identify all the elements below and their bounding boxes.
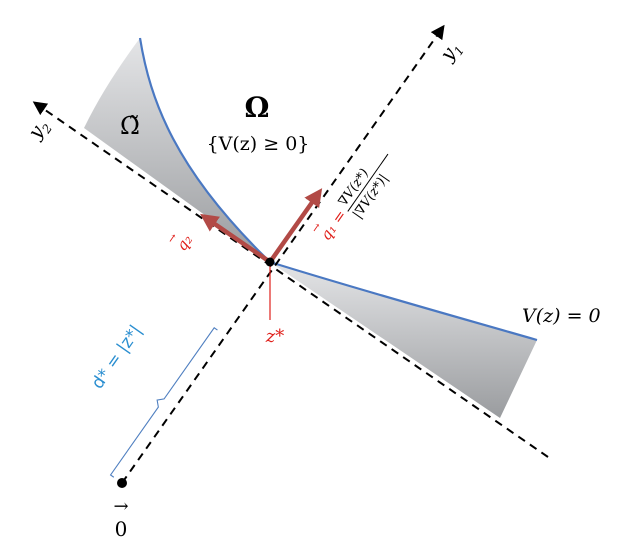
svg-text:y1: y1 bbox=[436, 37, 468, 67]
y1-axis bbox=[121, 24, 445, 484]
omega-label: Ω bbox=[245, 91, 270, 124]
origin-point bbox=[117, 478, 127, 488]
svg-text:y2: y2 bbox=[24, 115, 56, 145]
distance-label: d* = |z*| bbox=[88, 321, 146, 392]
omega-tilde-region-upper bbox=[84, 38, 270, 262]
distance-bracket bbox=[109, 326, 218, 478]
svg-text:d* = |z*|: d* = |z*| bbox=[88, 321, 146, 392]
q1-vector bbox=[268, 188, 323, 264]
z-star-label: z* bbox=[265, 326, 284, 347]
origin-arrow: → bbox=[113, 496, 128, 517]
omega-tilde-label: Ω̃ bbox=[120, 112, 140, 140]
omega-tilde-region-lower bbox=[270, 262, 537, 418]
q1-formula: q₁ = → ∇V(z*) |∇V(z*)| bbox=[308, 153, 392, 244]
y2-label: y2 bbox=[24, 115, 56, 145]
q2-vector bbox=[200, 213, 272, 264]
y2-axis bbox=[32, 101, 549, 458]
z-star-point bbox=[265, 257, 275, 267]
origin-label: 0 bbox=[115, 517, 128, 541]
y1-label: y1 bbox=[436, 37, 468, 67]
q2-formula: q₂ → bbox=[164, 231, 196, 255]
boundary-label: V(z) = 0 bbox=[522, 305, 601, 327]
q1-label: q₁ = bbox=[317, 206, 351, 243]
constraint-label: {V(z) ≥ 0} bbox=[207, 133, 310, 155]
